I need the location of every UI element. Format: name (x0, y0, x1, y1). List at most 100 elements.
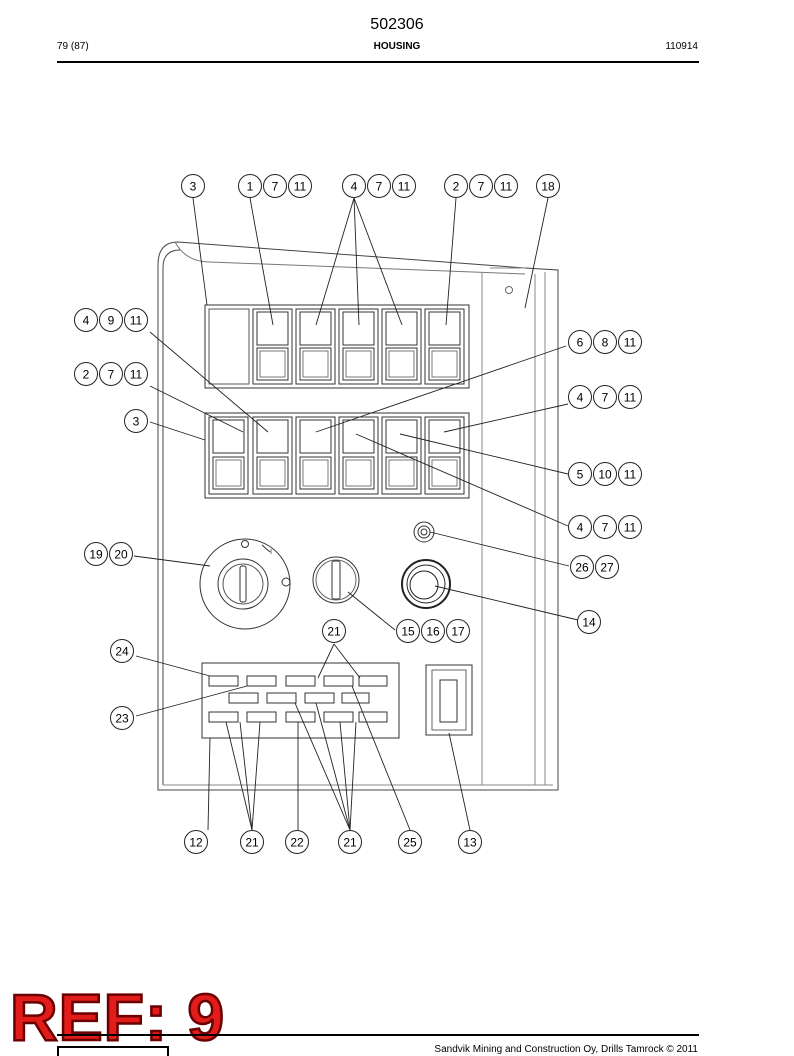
callout-circle (568, 462, 592, 486)
callout-number: 3 (133, 415, 140, 429)
rocker-switch (424, 308, 465, 385)
callout-circle (99, 362, 123, 386)
callout-3-left: 3 (124, 409, 148, 433)
callout-number: 7 (376, 180, 383, 194)
callout-circle (618, 515, 642, 539)
callout-circle (458, 830, 482, 854)
callout-13: 13 (458, 830, 482, 854)
callout-21-b2: 21 (338, 830, 362, 854)
callout-3-top: 3 (181, 174, 205, 198)
callout-number: 7 (478, 180, 485, 194)
callout-number: 22 (290, 836, 304, 850)
callout-number: 20 (114, 548, 128, 562)
callout-12: 12 (184, 830, 208, 854)
callout-22: 22 (285, 830, 309, 854)
callout-circle (618, 330, 642, 354)
callout-number: 21 (327, 625, 341, 639)
manufacturer-logo (57, 1046, 169, 1056)
callout-circle (593, 515, 617, 539)
callout-number: 21 (343, 836, 357, 850)
callout-21-b1: 21 (240, 830, 264, 854)
callout-number: 7 (108, 368, 115, 382)
callout-number: 13 (463, 836, 477, 850)
callout-number: 15 (401, 625, 415, 639)
switch-panel-bottom (204, 412, 470, 499)
callout-number: 11 (398, 180, 411, 194)
callout-circle (392, 174, 416, 198)
callout-circle (367, 174, 391, 198)
callout-circle (536, 174, 560, 198)
emergency-pushbutton (401, 559, 451, 609)
callout-circle (240, 830, 264, 854)
callout-circle (593, 385, 617, 409)
footer-rule (57, 1034, 699, 1036)
callout-21-mid: 21 (322, 619, 346, 643)
rocker-switch (338, 416, 379, 495)
callout-number: 7 (272, 180, 279, 194)
callout-number: 4 (83, 314, 90, 328)
callout-number: 11 (624, 521, 637, 535)
svg-text:I: I (270, 548, 272, 556)
callout-number: 7 (602, 391, 609, 405)
callout-circle (568, 385, 592, 409)
callout-number: 10 (598, 468, 612, 482)
rocker-switch (252, 416, 293, 495)
header-rule (57, 61, 699, 63)
rocker-switch (425, 664, 473, 736)
date-code: 110914 (665, 41, 698, 52)
page-title: HOUSING (373, 41, 421, 52)
document-number: 502306 (370, 16, 424, 33)
callout-circle (398, 830, 422, 854)
callout-circle (396, 619, 420, 643)
callout-14: 14 (577, 610, 601, 634)
callout-23: 23 (110, 706, 134, 730)
rotary-knob (312, 556, 360, 604)
callout-circle (446, 619, 470, 643)
callout-number: 11 (294, 180, 307, 194)
callout-leader-lines (133, 197, 579, 831)
callout-number: 11 (130, 368, 143, 382)
callout-number: 24 (115, 645, 129, 659)
callout-number: 25 (403, 836, 417, 850)
indicator-lamp (413, 521, 435, 543)
rocker-switch (424, 416, 465, 495)
rocker-switch (381, 308, 422, 385)
rocker-switch (381, 416, 422, 495)
rocker-switch (295, 308, 336, 385)
callout-number: 7 (602, 521, 609, 535)
reference-watermark: REF: 9 (9, 980, 226, 1054)
callout-circle (568, 515, 592, 539)
callout-number: 11 (624, 391, 637, 405)
callout-number: 21 (245, 836, 259, 850)
rocker-switch (252, 308, 293, 385)
callout-circle (593, 462, 617, 486)
callout-circle (595, 555, 619, 579)
callout-25: 25 (398, 830, 422, 854)
callout-circle (568, 330, 592, 354)
callout-circle (421, 619, 445, 643)
callout-circle (593, 330, 617, 354)
callout-circle (494, 174, 518, 198)
callout-circle (263, 174, 287, 198)
callout-circle (618, 385, 642, 409)
callout-circle (184, 830, 208, 854)
callout-number: 14 (582, 616, 596, 630)
callout-circle (288, 174, 312, 198)
callout-number: 1 (247, 180, 254, 194)
callout-number: 4 (577, 521, 584, 535)
callout-circle (285, 830, 309, 854)
callout-number: 26 (575, 561, 589, 575)
callout-circle (110, 706, 134, 730)
callout-number: 6 (577, 336, 584, 350)
switch-panel-top (204, 304, 470, 389)
callout-circle (338, 830, 362, 854)
page-reference: 79 (87) (57, 41, 89, 52)
